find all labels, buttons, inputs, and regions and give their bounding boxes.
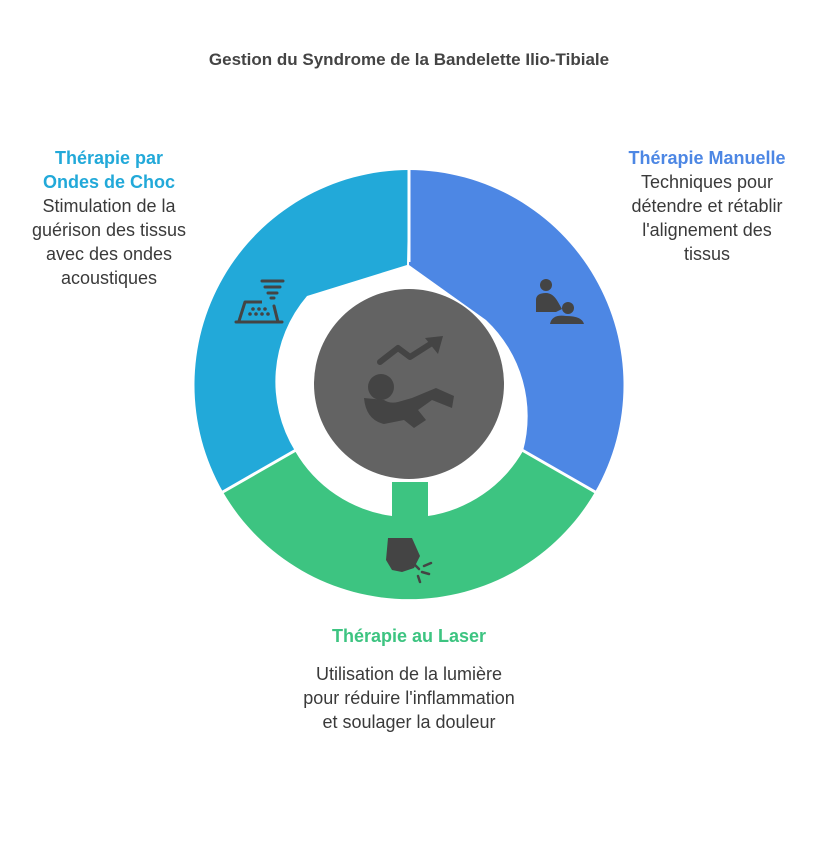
recovery-progress-icon: [364, 336, 454, 428]
shockwave-therapy-heading: Thérapie par Ondes de Choc: [42, 148, 176, 192]
manual-therapy-block: Thérapie Manuelle Techniques pour détend…: [628, 146, 786, 266]
segment-manual[interactable]: [409, 170, 624, 492]
segment-laser[interactable]: [223, 451, 595, 600]
segment-shockwave[interactable]: [194, 170, 409, 492]
manual-therapy-description: Techniques pour détendre et rétablir l'a…: [631, 172, 783, 264]
center-circle: [314, 289, 504, 479]
shockwave-device-icon: [234, 279, 285, 324]
massage-therapy-icon: [536, 279, 584, 324]
manual-therapy-heading: Thérapie Manuelle: [628, 148, 786, 168]
diagram-title: Gestion du Syndrome de la Bandelette Ili…: [208, 50, 610, 69]
shockwave-therapy-block: Thérapie par Ondes de Choc Stimulation d…: [26, 146, 192, 290]
laser-therapy-description: Utilisation de la lumière pour réduire l…: [303, 664, 515, 732]
shockwave-therapy-description: Stimulation de la guérison des tissus av…: [31, 196, 187, 288]
laser-therapy-heading: Thérapie au Laser: [331, 626, 487, 646]
laser-pointer-icon: [386, 538, 433, 584]
laser-therapy-block: Thérapie au Laser Utilisation de la lumi…: [300, 624, 518, 734]
